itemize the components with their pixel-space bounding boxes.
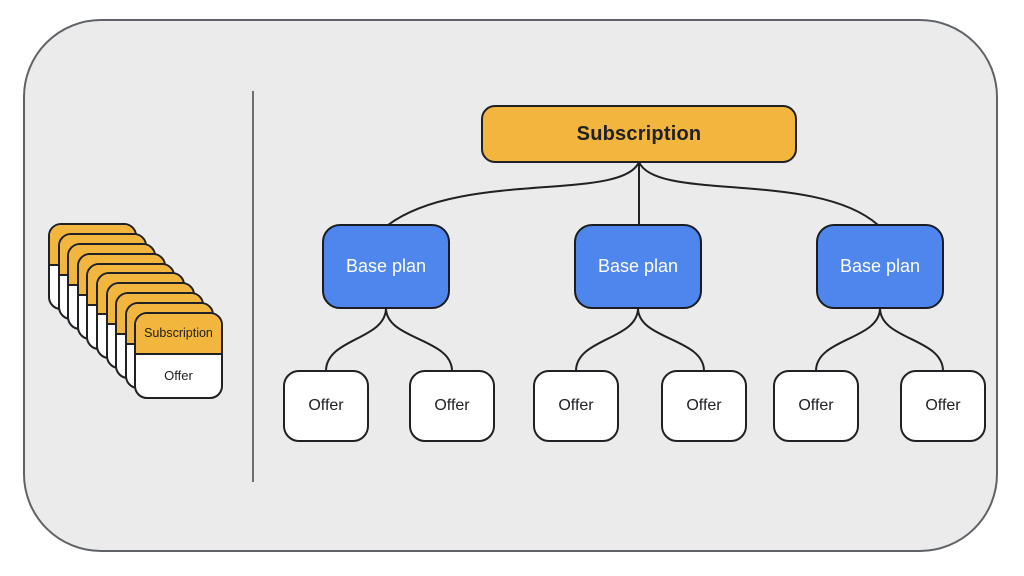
front-card-header-label: Subscription — [136, 314, 221, 355]
front-card-body-label: Offer — [164, 368, 193, 384]
offer-node-2: Offer — [409, 370, 495, 442]
offer-node-3: Offer — [533, 370, 619, 442]
offer-node-1: Offer — [283, 370, 369, 442]
vertical-divider — [252, 91, 254, 482]
base-plan-node-1: Base plan — [322, 224, 450, 309]
base-plan-node-2: Base plan — [574, 224, 702, 309]
offer-node-6: Offer — [900, 370, 986, 442]
subscription-node: Subscription — [481, 105, 797, 163]
offer-node-5: Offer — [773, 370, 859, 442]
offer-node-4: Offer — [661, 370, 747, 442]
base-plan-node-3: Base plan — [816, 224, 944, 309]
front-card: Subscription Offer — [134, 312, 223, 399]
